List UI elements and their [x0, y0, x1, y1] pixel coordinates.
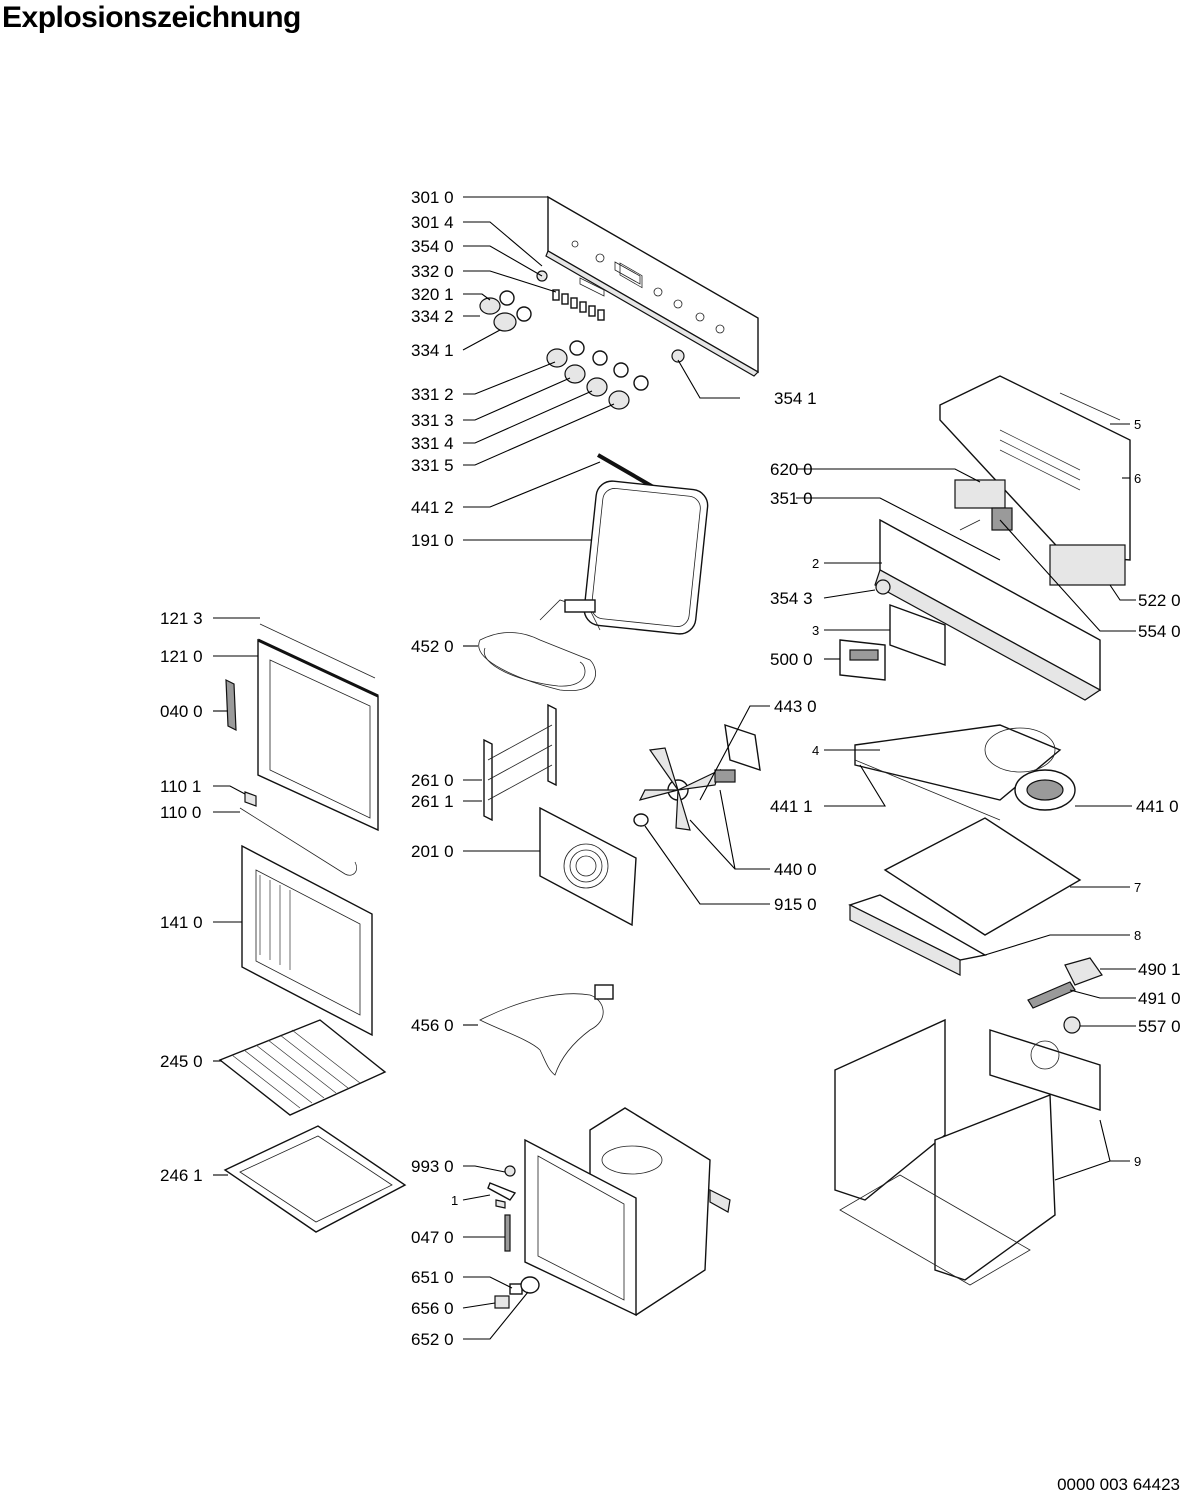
part-label-3312: 331 2 — [411, 385, 454, 404]
part-label-2610: 261 0 — [411, 771, 454, 790]
part-label-3010: 301 0 — [411, 188, 454, 207]
part-label-1213: 121 3 — [160, 609, 203, 628]
part-label-4410: 441 0 — [1136, 797, 1179, 816]
part-label-3: 3 — [812, 623, 819, 638]
part-label-3201: 320 1 — [411, 285, 454, 304]
part-label-3014: 301 4 — [411, 213, 454, 232]
part-label-5: 5 — [1134, 417, 1141, 432]
part-label-1210: 121 0 — [160, 647, 203, 666]
part-label-1910: 191 0 — [411, 531, 454, 550]
part-label-1100: 110 0 — [160, 803, 201, 822]
part-label-7: 7 — [1134, 880, 1141, 895]
casing-part — [834, 1018, 1101, 1286]
part-label-6: 6 — [1134, 471, 1141, 486]
part-label-4411: 441 1 — [770, 797, 813, 816]
document-number: 0000 003 64423 — [1057, 1475, 1180, 1494]
part-label-3543: 354 3 — [770, 589, 813, 608]
part-label-1: 1 — [451, 1193, 458, 1208]
part-label-4400: 440 0 — [774, 860, 817, 879]
baking-tray-part — [223, 1125, 407, 1233]
part-label-2: 2 — [812, 556, 819, 571]
heating-element-part — [478, 599, 601, 692]
part-label-9: 9 — [1134, 1154, 1141, 1169]
timer-part — [839, 604, 946, 681]
part-label-3342: 334 2 — [411, 307, 454, 326]
part-label-2010: 201 0 — [411, 842, 454, 861]
part-label-4412: 441 2 — [411, 498, 454, 517]
part-label-6560: 656 0 — [411, 1299, 454, 1318]
part-label-3314: 331 4 — [411, 434, 454, 453]
knob-part — [479, 270, 685, 410]
part-label-1410: 141 0 — [160, 913, 203, 932]
control-panel-part — [545, 195, 759, 377]
part-label-6200: 620 0 — [770, 460, 813, 479]
part-label-3341: 334 1 — [411, 341, 454, 360]
part-label-1101: 110 1 — [160, 777, 201, 796]
gasket-part — [583, 453, 709, 635]
part-label-3540: 354 0 — [411, 237, 454, 256]
fan-part — [633, 723, 761, 831]
part-label-2450: 245 0 — [160, 1052, 203, 1071]
part-label-5570: 557 0 — [1138, 1017, 1181, 1036]
part-label-4901: 490 1 — [1138, 960, 1181, 979]
part-label-4910: 491 0 — [1138, 989, 1181, 1008]
oven-cavity-part — [524, 1107, 731, 1317]
part-label-0400: 040 0 — [160, 702, 203, 721]
part-label-8: 8 — [1134, 928, 1141, 943]
part-label-3313: 331 3 — [411, 411, 454, 430]
part-label-3510: 351 0 — [770, 489, 813, 508]
part-label-4: 4 — [812, 743, 819, 758]
door-frame-part — [257, 623, 379, 832]
part-label-4520: 452 0 — [411, 637, 454, 656]
part-label-2611: 261 1 — [411, 792, 454, 811]
part-label-5220: 522 0 — [1138, 591, 1181, 610]
part-label-2461: 246 1 — [160, 1166, 203, 1185]
cooling-fan-part — [1014, 769, 1076, 811]
control-housing-part — [874, 518, 1102, 701]
part-label-9150: 915 0 — [774, 895, 817, 914]
leader-lines — [213, 196, 1136, 1340]
part-label-4430: 443 0 — [774, 697, 817, 716]
handle-part — [239, 791, 357, 876]
shelf-support-part — [483, 703, 557, 822]
back-panel-part — [539, 806, 637, 927]
switch-part — [954, 479, 1013, 531]
top-cover-part — [939, 375, 1131, 586]
part-label-0470: 047 0 — [411, 1228, 454, 1247]
part-label-3320: 332 0 — [411, 262, 454, 281]
part-label-5000: 500 0 — [770, 650, 813, 669]
wire-rack-part — [218, 1019, 387, 1116]
part-label-5540: 554 0 — [1138, 622, 1181, 641]
part-label-6520: 652 0 — [411, 1330, 454, 1349]
terminal-part — [1027, 957, 1103, 1034]
bottom-element-part — [479, 984, 614, 1076]
page-title: Explosionszeichnung — [2, 1, 301, 34]
part-labels: 301 0 301 4 354 0 332 0 320 1 334 2 334 … — [160, 188, 1181, 1349]
part-label-3315: 331 5 — [411, 456, 454, 475]
bottom-plate-part — [848, 817, 1082, 976]
door-glass-part — [241, 844, 373, 1037]
hinge-part — [225, 679, 237, 731]
part-label-6510: 651 0 — [411, 1268, 454, 1287]
part-label-9930: 993 0 — [411, 1157, 454, 1176]
lamp-part — [487, 1165, 540, 1309]
part-label-4560: 456 0 — [411, 1016, 454, 1035]
part-label-3541: 354 1 — [774, 389, 817, 408]
